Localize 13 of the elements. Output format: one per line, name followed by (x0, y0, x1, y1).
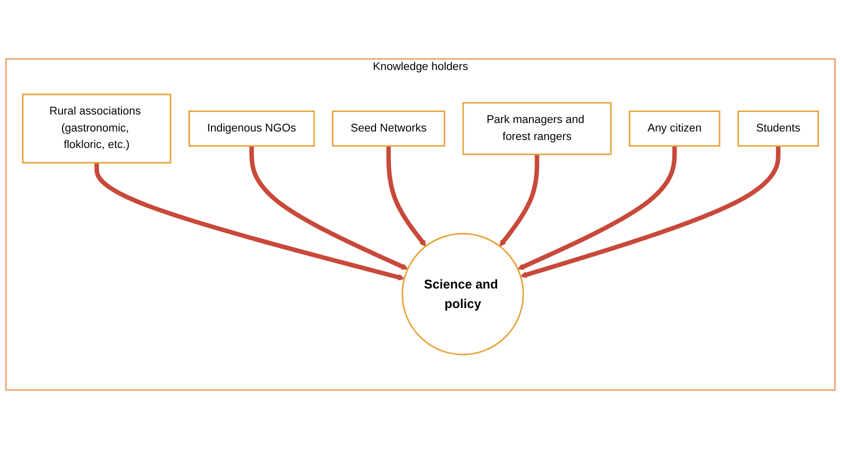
node-box: Seed Networks (332, 110, 446, 147)
node-box: Students (737, 110, 819, 147)
arrow (518, 146, 677, 270)
node-box: Any citizen (628, 110, 720, 147)
node-box: Rural associations (gastronomic, flokloric, etc.) (22, 94, 172, 164)
node-box: Park managers and forest rangers (462, 102, 612, 156)
arrow (500, 154, 540, 247)
arrow (94, 162, 405, 280)
arrow (386, 146, 426, 247)
arrow (249, 146, 408, 270)
node-box: Indigenous NGOs (188, 110, 315, 147)
node-circle: Science and policy (402, 232, 524, 356)
arrow (520, 146, 780, 278)
